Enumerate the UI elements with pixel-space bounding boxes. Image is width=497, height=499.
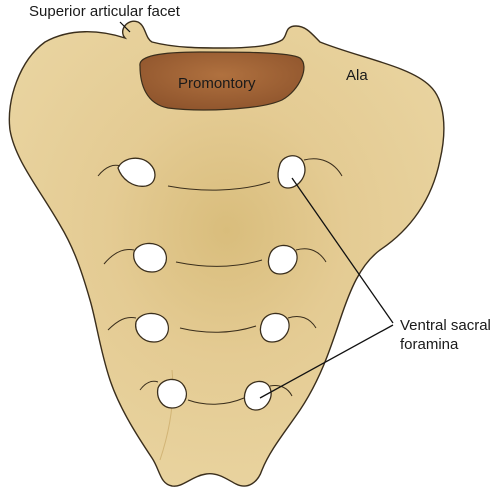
foramen-left-3-groove bbox=[107, 317, 137, 331]
foramen-left-1-groove bbox=[97, 164, 121, 177]
label-superior-articular-facet: Superior articular facet bbox=[29, 3, 181, 20]
foramina-left bbox=[97, 157, 187, 409]
foramen-right-1 bbox=[277, 155, 306, 189]
transverse-ridge-4 bbox=[187, 397, 245, 405]
foramen-left-2 bbox=[133, 242, 167, 273]
leader-foramina-lower bbox=[259, 324, 394, 399]
foramen-right-4-groove bbox=[269, 385, 293, 397]
foramen-right-2 bbox=[267, 244, 298, 275]
foramina-right bbox=[243, 155, 343, 411]
promontory-surface bbox=[139, 51, 305, 111]
foramen-left-4-groove bbox=[139, 380, 159, 391]
foramen-right-1-groove bbox=[303, 158, 343, 177]
foramen-left-3 bbox=[135, 312, 169, 343]
transverse-ridge-3 bbox=[179, 325, 257, 333]
foramen-left-4 bbox=[156, 378, 187, 409]
transverse-ridge-1 bbox=[167, 181, 271, 191]
foramen-right-3 bbox=[259, 312, 290, 343]
foramen-left-2-groove bbox=[103, 249, 135, 265]
leader-superior-articular-facet bbox=[119, 21, 131, 33]
label-ala: Ala bbox=[346, 67, 368, 84]
foramen-left-1 bbox=[117, 157, 156, 187]
foramen-right-4 bbox=[243, 380, 272, 411]
foramen-right-3-groove bbox=[287, 315, 317, 329]
label-ventral-sacral-foramina-line2: foramina bbox=[400, 336, 459, 353]
foramen-right-2-groove bbox=[295, 248, 327, 263]
transverse-ridge-2 bbox=[175, 259, 263, 267]
leader-foramina-upper bbox=[291, 177, 394, 324]
label-promontory: Promontory bbox=[178, 75, 256, 92]
label-ventral-sacral-foramina-line1: Ventral sacral bbox=[400, 317, 491, 334]
sacrum-bone bbox=[8, 20, 445, 487]
